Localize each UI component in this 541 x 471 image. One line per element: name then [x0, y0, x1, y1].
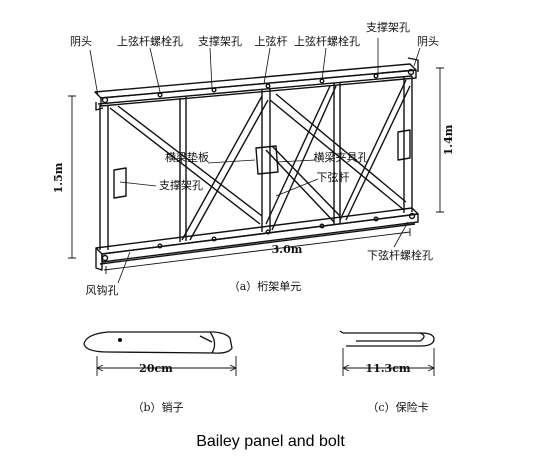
clip-drawing — [339, 330, 435, 347]
label-top-chord-bolt-hole-right: 上弦杆螺栓孔 — [294, 34, 360, 48]
label-brace-hole-left: 支撑架孔 — [198, 34, 242, 48]
bottom-chord — [95, 207, 419, 271]
label-wind-hook-hole: 风钩孔 — [86, 283, 119, 297]
caption-clip: （c）保险卡 — [367, 400, 428, 414]
label-transom-clamp-hole: 横梁夹具孔 — [314, 150, 369, 164]
dim-height-left: 1.5m — [52, 162, 65, 193]
caption-pin: （b）销子 — [132, 400, 183, 414]
label-transom-pad: 横梁垫板 — [165, 150, 209, 164]
label-female-head-left: 阴头 — [70, 35, 92, 48]
label-top-chord: 上弦杆 — [255, 34, 288, 48]
clip-dimension-line — [342, 348, 435, 376]
plates — [113, 129, 411, 199]
pin-drawing — [83, 331, 233, 354]
caption-truss: （a）桁架单元 — [229, 279, 302, 293]
diagonal-braces — [109, 79, 411, 241]
label-female-head-right: 阴头 — [417, 35, 439, 48]
top-chord — [94, 57, 419, 111]
figure-title: Bailey panel and bolt — [196, 433, 345, 450]
leader-lines — [89, 38, 421, 284]
dim-height-right: 1.4m — [442, 124, 455, 155]
label-brace-hole-right: 支撑架孔 — [366, 20, 410, 34]
vertical-posts — [99, 76, 413, 250]
dimension-lines — [68, 67, 444, 274]
dim-pin-length: 20cm — [139, 362, 173, 375]
label-bottom-chord-bolt-hole: 下弦杆螺栓孔 — [367, 248, 433, 262]
pin-dimension-line — [96, 356, 237, 376]
dim-clip-length: 11.3cm — [365, 362, 410, 375]
label-brace-hole-mid: 支撑架孔 — [159, 178, 203, 192]
dim-length: 3.0m — [272, 243, 303, 256]
label-bottom-chord: 下弦杆 — [317, 170, 350, 184]
label-top-chord-bolt-hole-left: 上弦杆螺栓孔 — [117, 34, 183, 48]
